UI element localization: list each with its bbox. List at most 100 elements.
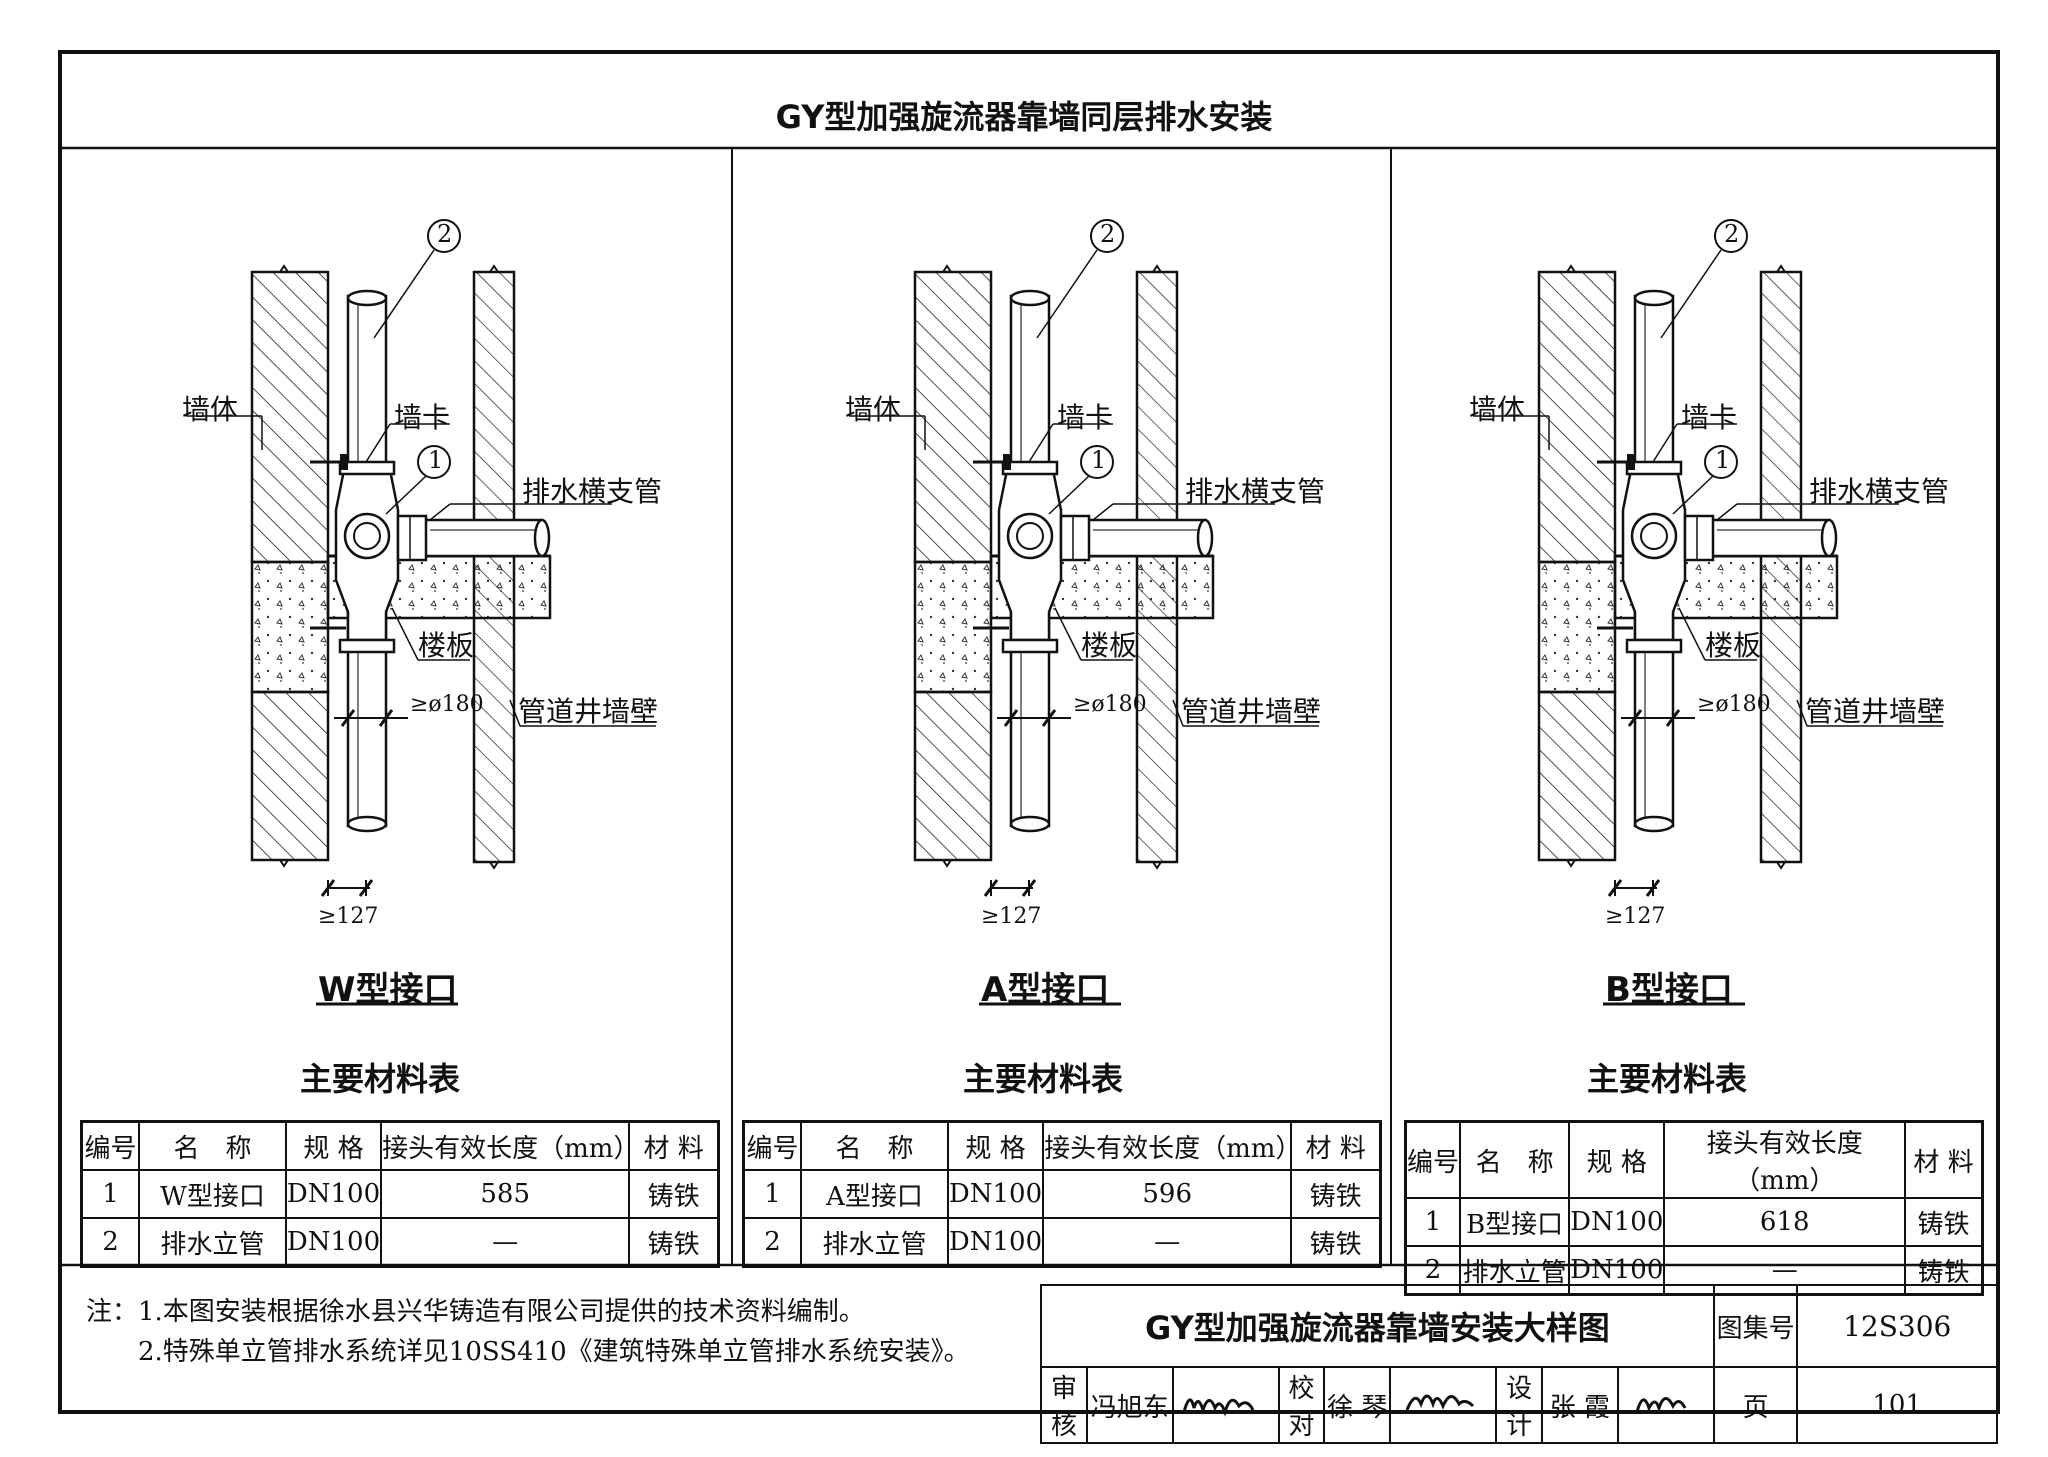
branch-pipe: [422, 518, 544, 558]
panel-subtitle: A型接口: [981, 970, 1110, 1010]
branch-pipe-label: 排水横支管: [1809, 475, 1950, 508]
callout-circle-2: [1090, 219, 1124, 253]
left-wall-lower: [913, 690, 993, 862]
callout-1-label: 1: [1091, 446, 1107, 474]
cell-spec: DN100: [946, 1169, 1045, 1219]
riser-pipe-top: [1633, 289, 1675, 307]
shaft-wall-label: 管道井墙壁: [1805, 695, 1946, 728]
panel-subtitle: W型接口: [318, 970, 458, 1010]
cell-no: 1: [80, 1169, 141, 1219]
dim-180-slash: [1003, 709, 1019, 727]
lower-coupling: [1001, 638, 1059, 654]
floor-slab-label: 楼板: [1081, 629, 1138, 662]
header-no: 编号: [80, 1120, 141, 1171]
atlas-number: 12S306: [1796, 1284, 1998, 1368]
table-row: 2 排水立管 DN100 — 铸铁: [80, 1217, 720, 1268]
callout-2-label: 2: [1724, 220, 1740, 248]
header-spec: 规 格: [946, 1120, 1045, 1171]
cell-name: W型接口: [138, 1169, 287, 1219]
page-number: 101: [1796, 1366, 1998, 1444]
gap-127-label: ≥127: [981, 904, 1042, 929]
shaft-wall-label: 管道井墙壁: [518, 695, 659, 728]
break-mark: [489, 861, 499, 870]
leader-shaft: [1796, 699, 1808, 727]
cell-mat: 铸铁: [1290, 1217, 1382, 1268]
leader-branch: [1716, 503, 1738, 521]
callout-leader-2: [373, 249, 435, 339]
cell-spec: DN100: [284, 1217, 383, 1268]
designer-name: 张 霞: [1541, 1366, 1619, 1444]
callout-leader-1: [1672, 475, 1714, 515]
note-1: 注：1.本图安装根据徐水县兴华铸造有限公司提供的技术资料编制。: [86, 1297, 865, 1327]
cell-mat: 铸铁: [1904, 1197, 1984, 1247]
branch-pipe: [1709, 518, 1831, 558]
upper-coupling: [1001, 460, 1059, 476]
cell-no: 1: [742, 1169, 803, 1219]
header-name: 名 称: [138, 1120, 287, 1171]
material-table-title: 主要材料表: [1587, 1060, 1748, 1098]
table-header-row: 编号 名 称 规 格 接头有效长度（mm） 材 料: [80, 1120, 720, 1171]
checker-signature: [1389, 1366, 1498, 1444]
wall-clamp-label: 墙卡: [1681, 401, 1738, 434]
table-header-row: 编号 名 称 规 格 接头有效长度（mm） 材 料: [1404, 1120, 1984, 1199]
header-len: 接头有效长度（mm）: [1042, 1120, 1301, 1171]
riser-pipe-top: [346, 289, 388, 307]
outer-frame: [58, 50, 2000, 1414]
wall-clamp-block: [340, 454, 348, 470]
cell-len: 596: [1042, 1169, 1293, 1219]
leader-branch: [429, 503, 451, 521]
table-row: 1 B型接口 DN100 618 铸铁: [1404, 1197, 1984, 1247]
cell-mat: 铸铁: [628, 1217, 720, 1268]
shaft-wall-label: 管道井墙壁: [1181, 695, 1322, 728]
signature-mark: [1182, 1398, 1254, 1417]
lower-coupling: [338, 638, 396, 654]
title-block: GY型加强旋流器靠墙安装大样图 图集号 12S306 审核 冯旭东 校对 徐 琴…: [1040, 1284, 1998, 1444]
material-table-title: 主要材料表: [300, 1060, 461, 1098]
callout-1-label: 1: [428, 446, 444, 474]
cell-no: 2: [80, 1217, 141, 1268]
reviewer-signature: [1171, 1366, 1280, 1444]
atlas-label: 图集号: [1712, 1284, 1799, 1368]
wall-clamp-label: 墙卡: [394, 401, 451, 434]
header-no: 编号: [742, 1120, 803, 1171]
callout-circle-2: [427, 219, 461, 253]
break-mark: [279, 859, 289, 868]
branch-connector: [1059, 514, 1091, 562]
lower-coupling: [1625, 638, 1683, 654]
dim-127-slash: [320, 879, 336, 897]
header-mat: 材 料: [1290, 1120, 1382, 1171]
note-2: 2.特殊单立管排水系统详见10SS410《建筑特殊单立管排水系统安装》。: [138, 1337, 970, 1367]
wall-clamp-block: [1627, 454, 1635, 470]
leader-shaft: [1172, 699, 1184, 727]
reviewer-name: 冯旭东: [1085, 1366, 1174, 1444]
diameter-label: ≥ø180: [1697, 692, 1771, 717]
dim-127-slash: [1645, 879, 1661, 897]
leader-slab: [391, 607, 419, 661]
branch-pipe-end: [533, 518, 551, 558]
break-mark: [1776, 861, 1786, 870]
swirl-fitting-port-inner: [1640, 522, 1668, 550]
wall-label: 墙体: [182, 393, 239, 426]
callout-circle-2: [1714, 219, 1748, 253]
signature-mark: [1635, 1396, 1687, 1413]
header-title: GY型加强旋流器靠墙同层排水安装: [775, 98, 1273, 136]
cell-name: B型接口: [1459, 1197, 1571, 1247]
header-name: 名 称: [800, 1120, 949, 1171]
leader-clamp: [365, 423, 391, 463]
left-wall-upper: [250, 270, 330, 564]
check-label: 校对: [1277, 1366, 1326, 1444]
branch-pipe: [1085, 518, 1207, 558]
cell-mat: 铸铁: [1290, 1169, 1382, 1219]
page-label: 页: [1712, 1366, 1799, 1444]
cell-name: 排水立管: [138, 1217, 287, 1268]
dim-180-slash: [1627, 709, 1643, 727]
material-table-a: 编号 名 称 规 格 接头有效长度（mm） 材 料 1 A型接口 DN100 5…: [742, 1120, 1382, 1268]
cell-len: —: [380, 1217, 631, 1268]
break-mark: [1566, 859, 1576, 868]
riser-pipe-bottom: [1009, 815, 1051, 833]
dim-127-slash: [983, 879, 999, 897]
branch-connector: [1683, 514, 1715, 562]
riser-pipe-bottom: [346, 815, 388, 833]
swirl-fitting-port: [1630, 512, 1678, 560]
cell-spec: DN100: [1568, 1197, 1666, 1247]
